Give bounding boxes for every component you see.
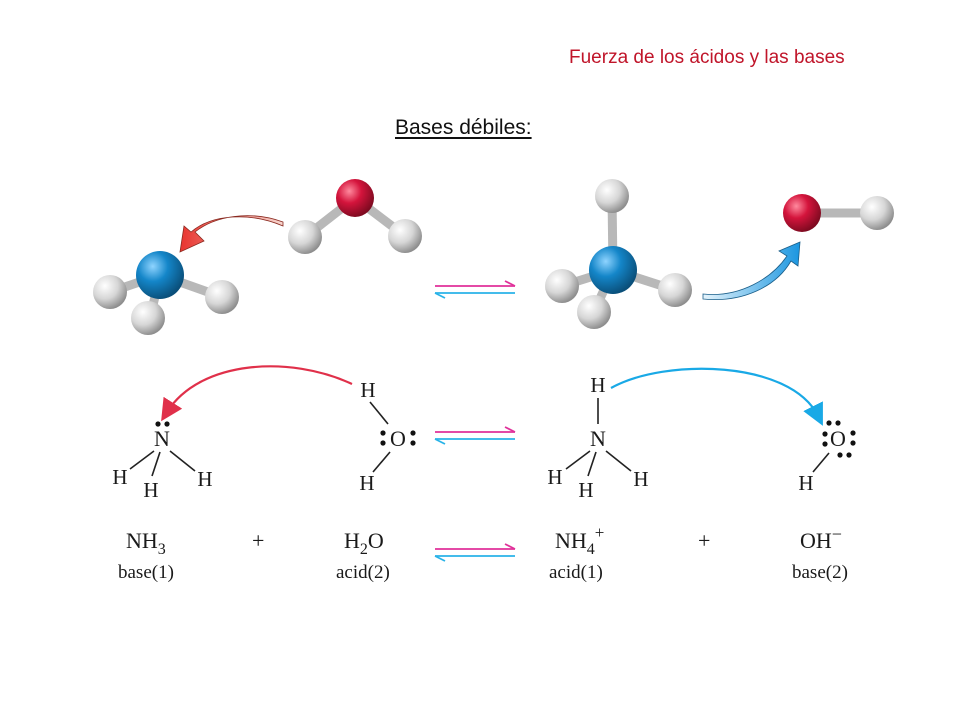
curved-arrow-red-icon — [179, 215, 284, 253]
nitrogen-symbol: N — [590, 426, 606, 451]
role-label: acid(2) — [336, 562, 390, 583]
hydrogen-atom — [860, 196, 894, 230]
lone-pair-dots-icon — [410, 430, 416, 436]
hydrogen-symbol: H — [360, 378, 375, 402]
equation-nh4: NH4+ acid(1) — [549, 523, 604, 583]
nitrogen-symbol: N — [154, 426, 170, 451]
formula-text: NH4+ — [555, 523, 604, 558]
ammonium-model — [545, 179, 692, 329]
lone-pair-dots-icon — [850, 440, 856, 446]
hydrogen-atom — [131, 301, 165, 335]
lone-pair-dots-icon — [837, 452, 843, 458]
equilibrium-arrows-icon — [434, 543, 516, 562]
lewis-ammonia: N H H H — [112, 421, 213, 502]
lone-pair-dots-icon — [410, 440, 416, 446]
water-model — [288, 179, 422, 254]
lewis-arrow-blue-icon — [610, 367, 823, 426]
lewis-arrow-red-icon — [161, 365, 353, 422]
curved-arrow-blue-icon — [702, 241, 801, 301]
hydrogen-symbol: H — [143, 478, 158, 502]
hydrogen-symbol: H — [633, 467, 648, 491]
oxygen-symbol: O — [830, 426, 846, 451]
plus-sign: + — [252, 528, 264, 553]
lone-pair-dots-icon — [380, 440, 386, 446]
equilibrium-arrows-icon — [434, 426, 516, 445]
equilibrium-arrows-icon — [434, 280, 516, 299]
lone-pair-dots-icon — [850, 430, 856, 436]
role-label: acid(1) — [549, 562, 603, 583]
hydrogen-atom — [595, 179, 629, 213]
nitrogen-atom — [136, 251, 184, 299]
equation-nh3: NH3 base(1) — [118, 528, 174, 583]
hydrogen-symbol: H — [359, 471, 374, 495]
hydrogen-atom — [388, 219, 422, 253]
lone-pair-dots-icon — [826, 420, 832, 426]
formula-text: OH− — [800, 524, 842, 553]
oxygen-atom — [783, 194, 821, 232]
hydrogen-atom — [577, 295, 611, 329]
hydroxide-model — [783, 194, 894, 232]
equation-h2o: H2O acid(2) — [336, 528, 390, 583]
lone-pair-dots-icon — [155, 421, 161, 427]
formula-text: H2O — [344, 528, 384, 558]
lone-pair-dots-icon — [822, 441, 828, 447]
equation-oh: OH− base(2) — [792, 524, 848, 583]
oxygen-symbol: O — [390, 426, 406, 451]
role-label: base(1) — [118, 562, 174, 583]
lone-pair-dots-icon — [380, 430, 386, 436]
lewis-water: H O H — [359, 378, 416, 495]
lone-pair-dots-icon — [164, 421, 170, 427]
hydrogen-symbol: H — [578, 478, 593, 502]
hydrogen-symbol: H — [547, 465, 562, 489]
lone-pair-dots-icon — [835, 420, 841, 426]
lone-pair-dots-icon — [846, 452, 852, 458]
nitrogen-atom — [589, 246, 637, 294]
hydrogen-symbol: H — [197, 467, 212, 491]
hydrogen-symbol: H — [798, 471, 813, 495]
hydrogen-atom — [288, 220, 322, 254]
oxygen-atom — [336, 179, 374, 217]
ammonia-model — [93, 251, 239, 335]
lone-pair-dots-icon — [822, 431, 828, 437]
hydrogen-atom — [658, 273, 692, 307]
formula-text: NH3 — [126, 528, 166, 558]
plus-sign: + — [698, 528, 710, 553]
section-heading: Bases débiles: — [395, 116, 532, 139]
hydrogen-symbol: H — [590, 373, 605, 397]
hydrogen-atom — [205, 280, 239, 314]
hydrogen-symbol: H — [112, 465, 127, 489]
slide-title: Fuerza de los ácidos y las bases — [569, 47, 845, 68]
role-label: base(2) — [792, 562, 848, 583]
hydrogen-atom — [545, 269, 579, 303]
hydrogen-atom — [93, 275, 127, 309]
lewis-ammonium: H N H H H — [547, 373, 648, 502]
lewis-hydroxide: O H — [798, 420, 856, 495]
